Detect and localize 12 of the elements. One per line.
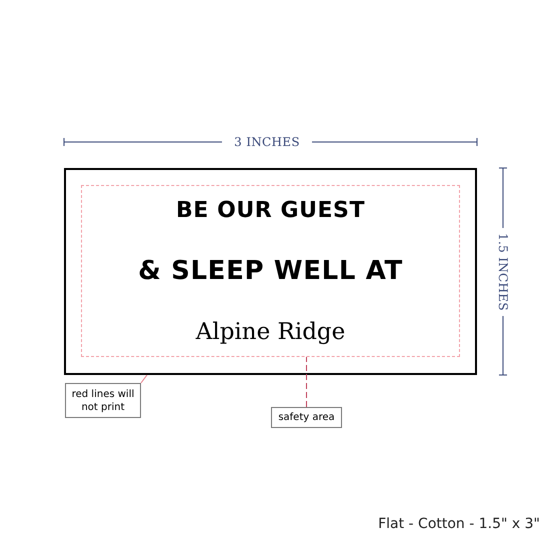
caption-text: Flat - Cotton - 1.5" x 3" bbox=[378, 515, 540, 534]
callout-box: safety area bbox=[271, 407, 342, 428]
name-text: Alpine Ridge bbox=[194, 321, 346, 344]
leader-line bbox=[306, 356, 307, 408]
safety-area bbox=[81, 185, 460, 357]
heading-text: BE OUR GUEST bbox=[174, 200, 366, 222]
heading-text: & SLEEP WELL AT bbox=[137, 258, 404, 284]
callout-box: red lines will not print bbox=[65, 383, 141, 418]
dimension-label: 3 INCHES bbox=[233, 134, 301, 150]
leader-line bbox=[140, 374, 148, 384]
dimension-label: 1.5 INCHES bbox=[495, 232, 511, 313]
label-outline bbox=[64, 168, 477, 375]
